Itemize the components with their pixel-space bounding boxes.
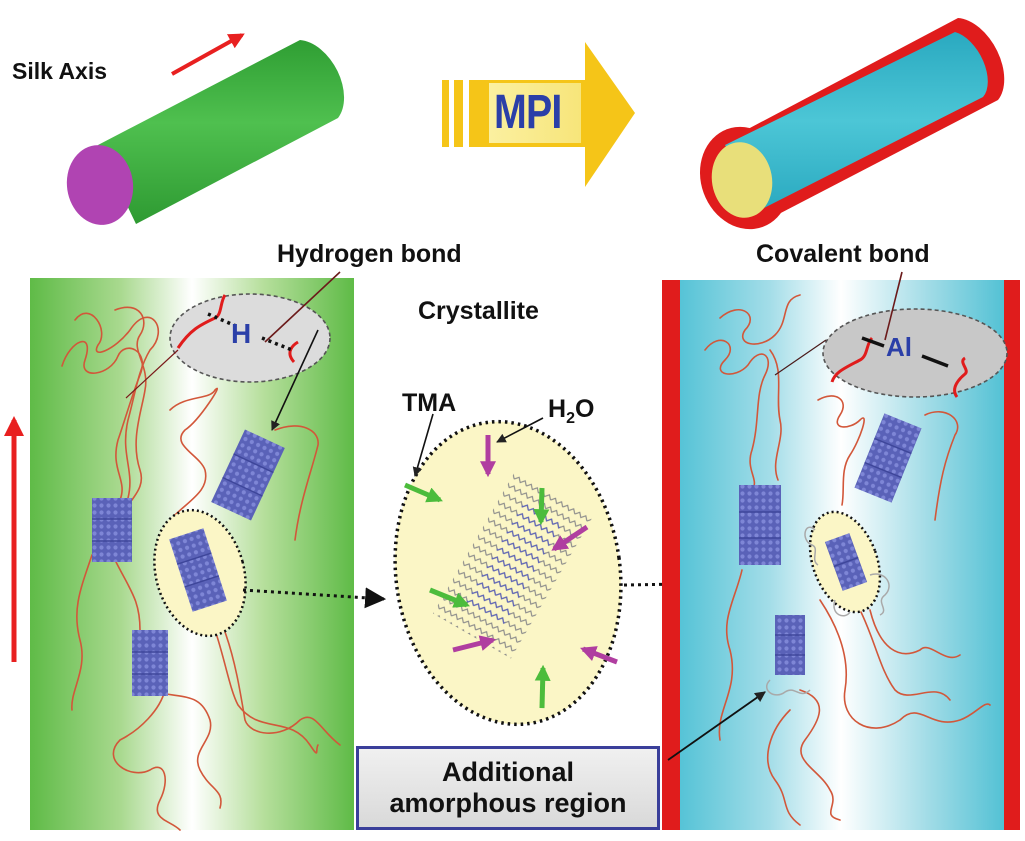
left-shell-border	[662, 280, 680, 830]
tma-pointer-arrow-icon	[412, 413, 434, 477]
crystallite-block-icon	[739, 413, 922, 675]
crystallite-pointer-arrow-icon	[271, 329, 319, 431]
water-label: H2O	[548, 395, 595, 427]
silk-axis-label: Silk Axis	[12, 58, 108, 84]
crystallite-label: Crystallite	[418, 297, 539, 325]
pristine-silk-fiber-icon	[66, 40, 345, 225]
water-pointer-arrow-icon	[496, 417, 544, 443]
covalent-bond-symbol: Al	[886, 332, 912, 362]
callout-line-2: amorphous region	[389, 788, 627, 818]
covalent-bond-label: Covalent bond	[756, 240, 930, 268]
hydrogen-bond-symbol: H	[231, 318, 252, 349]
crystallite-block-icon	[92, 429, 285, 696]
zoom-in-dotted-arrow-icon	[242, 587, 387, 609]
treated-silk-fiber-icon	[699, 18, 1005, 230]
callout-line-1: Additional	[442, 757, 574, 787]
amorphous-chain-icon	[704, 294, 991, 826]
selected-crystallite-inset	[153, 508, 247, 638]
covalent-bond-inset	[774, 308, 1008, 398]
treated-crystallite-inset	[765, 510, 890, 696]
tma-label: TMA	[402, 389, 457, 417]
mpi-process-arrow-icon	[442, 42, 635, 187]
amorphous-pointer-arrow-icon	[667, 691, 766, 761]
hydrogen-bond-inset	[125, 293, 331, 399]
hydrogen-bond-pointer-line	[264, 271, 341, 343]
hydrogen-bond-label: Hydrogen bond	[277, 240, 462, 268]
silk-axis-arrow-icon	[171, 33, 245, 76]
additional-amorphous-region-callout: Additional amorphous region	[356, 746, 660, 830]
covalent-bond-pointer-line	[884, 271, 903, 341]
mpi-process-label: MPI	[494, 86, 562, 139]
zoom-out-dotted-arrow-icon	[623, 571, 807, 593]
right-shell-border	[1004, 280, 1020, 830]
crystallite-swelling-inset	[393, 419, 623, 727]
